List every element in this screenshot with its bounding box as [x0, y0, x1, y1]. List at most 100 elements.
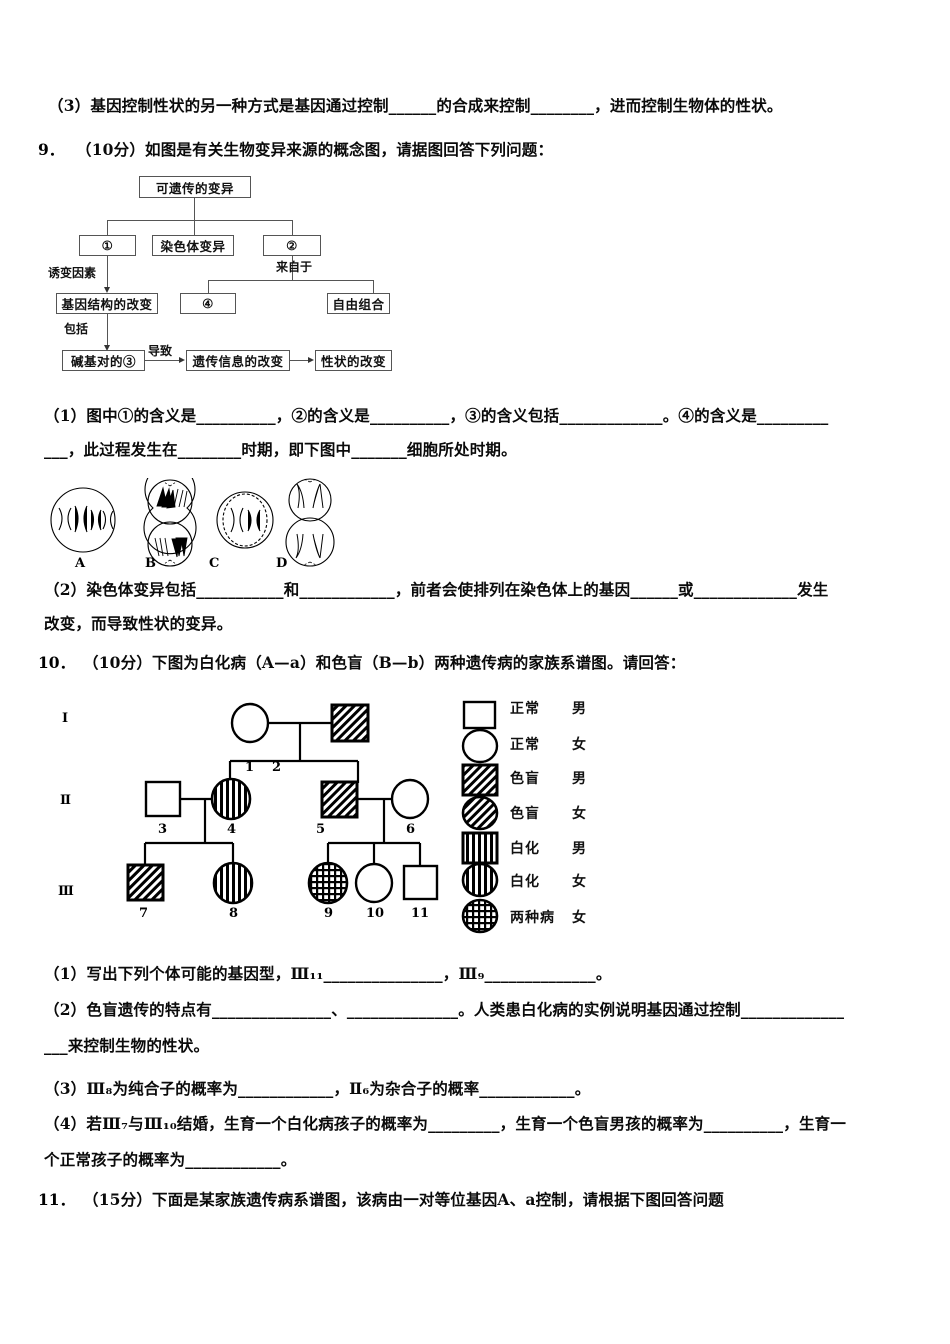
question-10-part-2-line-2: ___来控制生物的性状。 — [44, 1036, 210, 1055]
legend-condition: 白化 — [510, 841, 540, 857]
concept-box-genetic-info-change: 遗传信息的改变 — [186, 350, 290, 371]
cmap-arrow-down-icon — [104, 345, 110, 351]
cell-figure-label-d: D — [276, 556, 288, 571]
cmap-line — [292, 256, 293, 280]
question-11-stem: 下面是某家族遗传病系谱图，该病由一对等位基因A、a控制，请根据下图回答问题 — [152, 1190, 724, 1209]
legend-row-colorblind-male: 色盲 男 — [510, 768, 586, 788]
pedigree-individual-4 — [210, 777, 252, 821]
legend-row-normal-female: 正常 女 — [510, 734, 586, 754]
pedigree-id-6: 6 — [406, 822, 416, 837]
concept-box-1: ① — [79, 235, 136, 256]
cmap-line — [107, 314, 108, 346]
legend-sex: 男 — [572, 771, 586, 787]
question-10-part-3: （3）Ⅲ₈为纯合子的概率为____________，Ⅱ₆为杂合子的概率_____… — [44, 1079, 591, 1098]
pedigree-generation-3-label: Ⅲ — [58, 884, 74, 899]
pedigree-individual-10 — [354, 862, 394, 904]
legend-row-colorblind-female: 色盲 女 — [510, 803, 586, 823]
legend-symbol-both-female — [461, 898, 499, 934]
pedigree-id-5: 5 — [316, 822, 326, 837]
pedigree-generation-1-label: Ⅰ — [62, 711, 69, 726]
question-10-part-4-line-1: （4）若Ⅲ₇与Ⅲ₁₀结婚，生育一个白化病孩子的概率为_________，生育一个… — [44, 1114, 847, 1133]
cmap-line — [194, 220, 195, 235]
legend-symbol-albino-female — [461, 862, 499, 898]
legend-condition: 正常 — [510, 701, 540, 717]
cell-figure-label-a: A — [75, 556, 86, 571]
cmap-line — [208, 280, 209, 293]
cell-figure-label-c: C — [209, 556, 220, 571]
question-9-part-1-line-1: （1）图中①的含义是__________，②的含义是__________，③的含… — [44, 406, 829, 425]
pedigree-id-4: 4 — [227, 822, 237, 837]
pedigree-id-7: 7 — [139, 906, 149, 921]
concept-box-4: ④ — [180, 293, 236, 314]
concept-edge-label-leads-to: 导致 — [148, 344, 173, 358]
question-10-part-4-line-2: 个正常孩子的概率为____________。 — [44, 1150, 297, 1169]
pedigree-id-1: 1 — [245, 760, 255, 775]
pedigree-individual-1 — [230, 702, 270, 744]
cmap-line — [107, 220, 292, 221]
legend-row-albino-female: 白化 女 — [510, 871, 586, 891]
pedigree-id-8: 8 — [229, 906, 239, 921]
concept-edge-label-includes: 包括 — [64, 322, 89, 336]
question-10-stem: 下图为白化病（A—a）和色盲（B—b）两种遗传病的家族系谱图。请回答： — [152, 653, 686, 672]
concept-box-2: ② — [263, 235, 321, 256]
legend-sex: 男 — [572, 701, 586, 717]
concept-edge-label-inducing-factor: 诱变因素 — [48, 266, 97, 280]
cmap-line — [194, 198, 195, 220]
legend-condition: 色盲 — [510, 806, 540, 822]
question-9-part-2-line-2: 改变，而导致性状的变异。 — [44, 614, 233, 633]
legend-symbol-normal-male — [462, 700, 497, 730]
legend-condition: 正常 — [510, 737, 540, 753]
pedigree-individual-3 — [144, 780, 182, 818]
cmap-arrow-right-icon — [179, 357, 185, 363]
pedigree-generation-2-label: Ⅱ — [60, 793, 71, 808]
legend-condition: 白化 — [510, 874, 540, 890]
pedigree-legend — [460, 700, 510, 944]
legend-sex: 女 — [572, 737, 586, 753]
question-11-score: （15分） — [83, 1190, 153, 1209]
question-9-part-2-line-1: （2）染色体变异包括___________和____________，前者会使排… — [44, 580, 829, 599]
cmap-line — [290, 360, 309, 361]
cmap-line — [145, 360, 179, 361]
legend-condition: 两种病 — [510, 910, 555, 926]
legend-symbol-albino-male — [461, 831, 499, 865]
pedigree-chart — [100, 695, 460, 935]
legend-sex: 男 — [572, 841, 586, 857]
pedigree-individual-11 — [402, 864, 439, 901]
pedigree-id-2: 2 — [272, 760, 282, 775]
cell-stage-figures — [45, 464, 335, 577]
legend-row-normal-male: 正常 男 — [510, 698, 586, 718]
cmap-arrow-down-icon — [104, 287, 110, 293]
pedigree-id-11: 11 — [411, 906, 430, 921]
cmap-line — [292, 220, 293, 235]
concept-box-base-pair-3: 碱基对的③ — [62, 350, 145, 371]
cell-figure-label-b: B — [145, 556, 156, 571]
legend-sex: 女 — [572, 806, 586, 822]
concept-box-gene-structure-change: 基因结构的改变 — [56, 293, 158, 314]
legend-symbol-colorblind-male — [461, 763, 499, 797]
pedigree-individual-8 — [212, 861, 254, 905]
pedigree-individual-7 — [126, 863, 165, 902]
pedigree-individual-9 — [307, 861, 349, 905]
cmap-line — [208, 280, 374, 281]
cmap-line — [107, 220, 108, 235]
question-9-score: （10分） — [76, 140, 146, 159]
question-9-number: 9． — [38, 140, 65, 159]
question-9-stem: 如图是有关生物变异来源的概念图，请据图回答下列问题： — [145, 140, 554, 159]
cmap-line — [373, 280, 374, 293]
pedigree-id-10: 10 — [366, 906, 385, 921]
question-9-part-1-line-2: ___，此过程发生在________时期，即下图中_______细胞所处时期。 — [44, 440, 517, 459]
question-8-part-3: （3）基因控制性状的另一种方式是基因通过控制______的合成来控制______… — [48, 96, 783, 115]
cmap-line — [107, 256, 108, 288]
question-10-part-1: （1）写出下列个体可能的基因型，Ⅲ₁₁_______________，Ⅲ₉___… — [44, 964, 612, 983]
legend-row-albino-male: 白化 男 — [510, 838, 586, 858]
legend-symbol-colorblind-female — [461, 795, 499, 831]
concept-box-chromosome-variation: 染色体变异 — [152, 235, 234, 256]
question-11-number: 11． — [38, 1190, 76, 1209]
pedigree-individual-2 — [330, 703, 370, 743]
concept-box-free-combination: 自由组合 — [327, 293, 390, 314]
concept-box-trait-change: 性状的改变 — [315, 350, 392, 371]
legend-row-both-female: 两种病 女 — [510, 907, 586, 927]
legend-sex: 女 — [572, 874, 586, 890]
